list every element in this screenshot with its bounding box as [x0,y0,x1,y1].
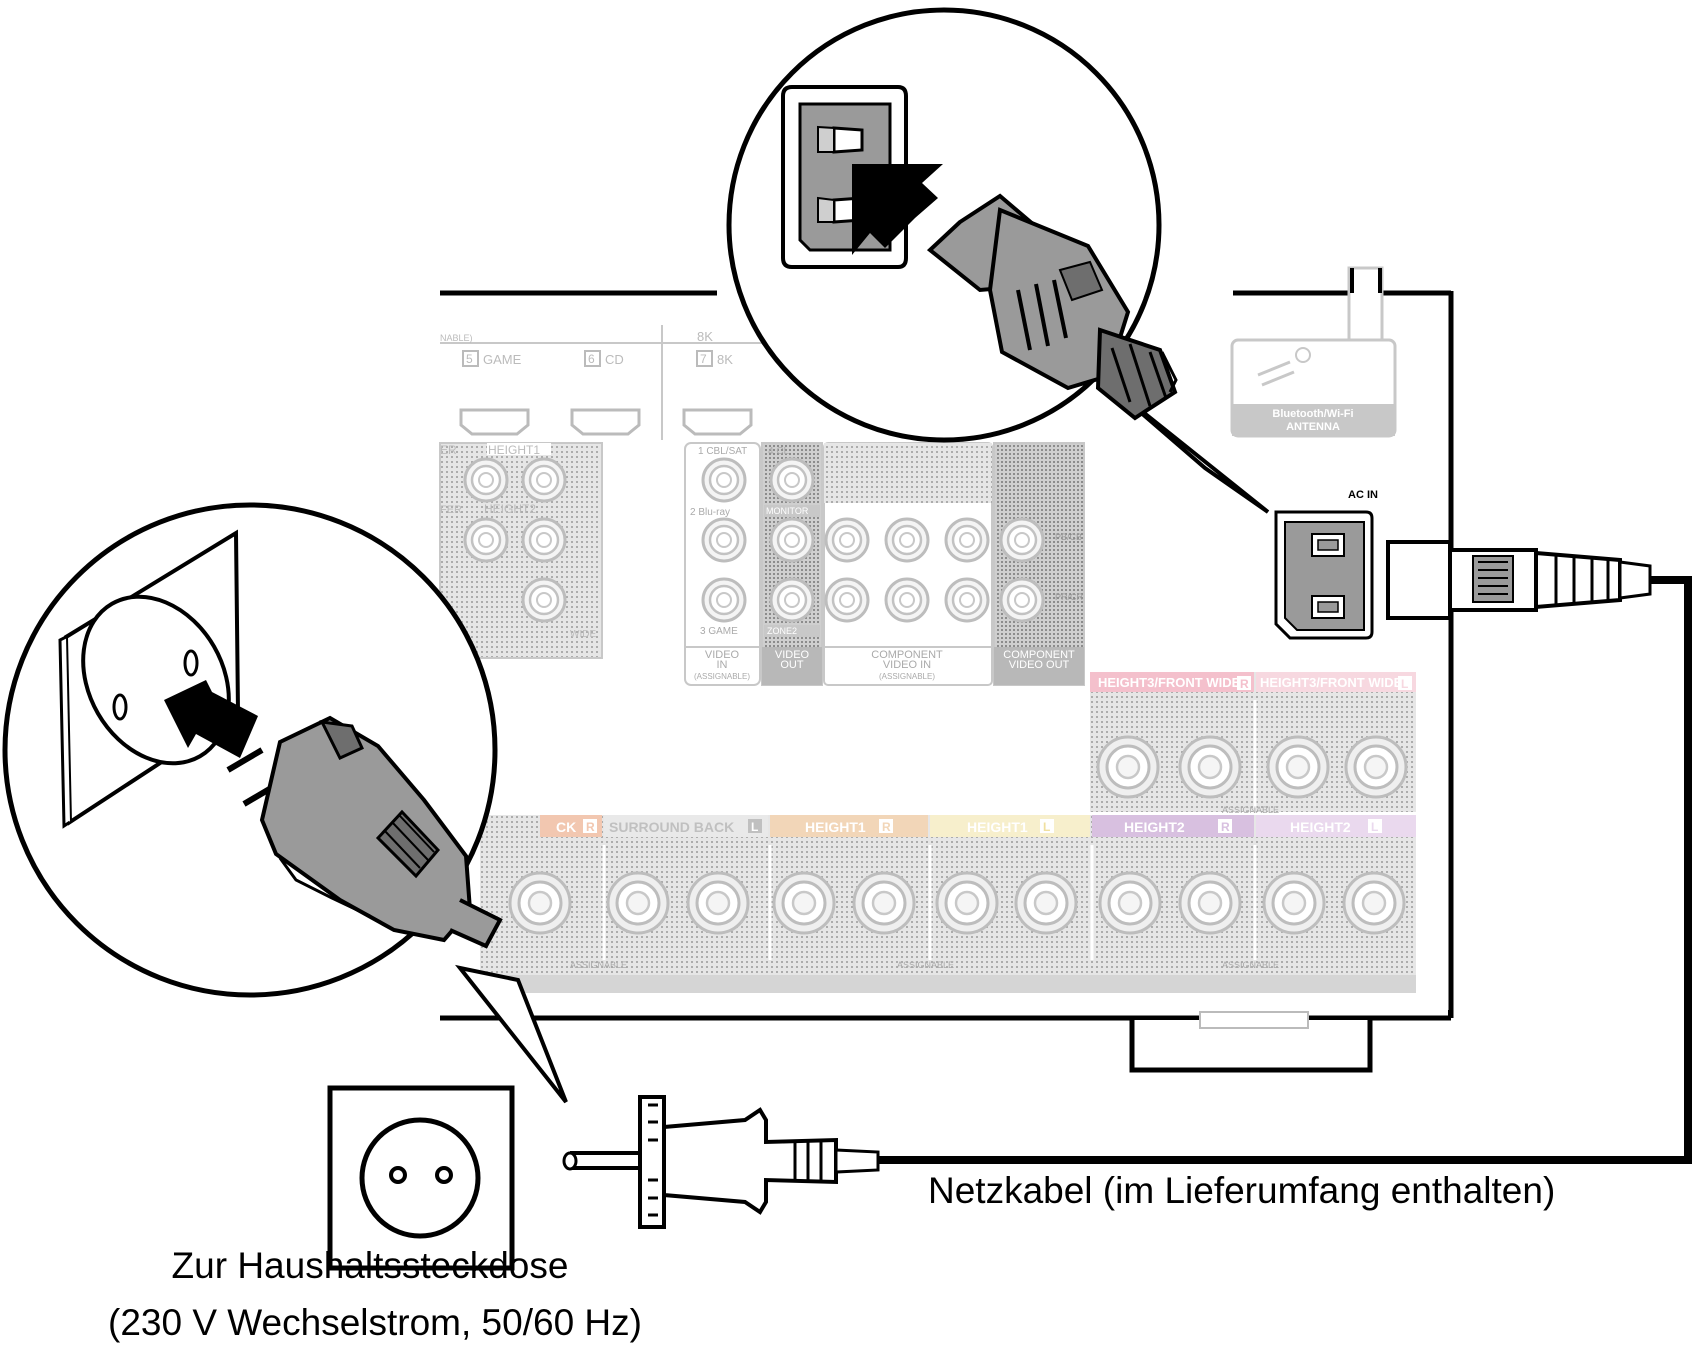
video-in-text-3: (ASSIGNABLE) [694,672,750,681]
preout-frag-1: ER [440,443,457,457]
height3-r-channel: R [1240,677,1249,691]
hdmi-input-5-label: GAME [483,352,522,367]
iec-plug-closeup [926,193,1178,421]
surround-back-r-channel: R [586,820,595,834]
bluetooth-antenna-text-1: Bluetooth/Wi-Fi [1272,408,1353,420]
video-in-4-label: 4 CL [768,446,790,457]
bluetooth-antenna-text-2: ANTENNA [1286,421,1340,433]
height1-l-label: HEIGHT1 [967,819,1028,835]
iec-connector [1386,540,1452,620]
wall-outlet-symbol [327,1085,515,1271]
speaker-height3-block: HEIGHT3/FRONT WIDE R HEIGHT3/FRONT WIDE … [1090,672,1416,815]
preout-block: ER HEIGHT1 HEIGHT2 FER WIDE [439,442,603,659]
monitor-label: MONITOR [766,506,809,516]
surround-back-l-channel: L [751,820,758,834]
hdmi-input-5-number: 5 [466,352,473,366]
hdmi-input-7-number: 7 [700,352,707,366]
height1-l-channel: L [1043,820,1050,834]
video-out-text-2: OUT [780,659,804,671]
zone2-label: ZONE2 [767,626,797,636]
hdmi-8k-fragment: 8K [697,329,713,344]
component-in-text-2: VIDEO IN [883,659,931,671]
video-in-2-label: 2 Blu-ray [690,507,730,518]
height3-l-label: HEIGHT3/FRONT WIDE [1260,675,1403,690]
preout-frag-2: FER [440,504,462,516]
preout-height2-label: HEIGHT2 [484,502,536,516]
power-cord [562,540,1692,1229]
receiver-rear-panel: NABLE) 8K 5 GAME 6 CD 7 8K ER HEIGHT1 HE… [439,266,1454,1073]
speaker-bottom-block: CK R SURROUND BACK L HEIGHT1 R HEIGHT1 L… [480,815,1416,993]
video-inputs-block: 1 CBL/SAT 2 Blu-ray 3 GAME VIDEO IN (ASS… [684,442,761,686]
component-out-block: PB/CB PR/CR COMPONENT VIDEO OUT [993,442,1085,686]
video-in-text-1: VIDEO [705,649,740,661]
callout-ac-in [726,7,1270,514]
component-in-block: COMPONENT VIDEO IN (ASSIGNABLE) [823,442,993,686]
video-in-text-2: IN [717,659,728,671]
power-cord-caption: Netzkabel (im Lieferumfang enthalten) [928,1170,1556,1211]
video-out-text-1: VIDEO [775,649,810,661]
schuko-plug-closeup [226,715,503,949]
hdmi-group-fragment: NABLE) [440,333,473,343]
height2-r-channel: R [1221,820,1230,834]
ac-in-label: AC IN [1348,489,1378,501]
bottom-assignable-1: ASSIGNABLE [570,960,627,970]
height3-assignable: ASSIGNABLE [1222,805,1279,815]
preout-height1-label: HEIGHT1 [488,443,540,457]
video-out-block: 4 CL MONITOR ZONE2 VIDEO OUT [761,442,823,686]
component-out-text-2: VIDEO OUT [1009,659,1070,671]
height3-l-channel: L [1401,677,1408,691]
height2-r-label: HEIGHT2 [1124,819,1185,835]
callout-wall-socket [2,502,568,1104]
insert-arrow-icon [852,164,943,255]
outlet-caption-line-1: Zur Haushaltssteckdose [171,1245,569,1286]
receiver-foot [1129,1020,1373,1073]
surround-back-r-frag: CK [556,819,576,835]
hdmi-input-7-label: 8K [717,352,733,367]
component-out-text-1: COMPONENT [1003,649,1075,661]
height1-r-label: HEIGHT1 [805,819,866,835]
component-in-text-1: COMPONENT [871,649,943,661]
outlet-caption-line-2: (230 V Wechselstrom, 50/60 Hz) [108,1302,642,1343]
pr-cr-label: PR/CR [1055,592,1084,602]
insert-arrow-icon-2 [164,680,258,758]
hdmi-input-6: 6 CD [570,350,641,436]
hdmi-input-5: 5 GAME [459,350,530,436]
ac-in-socket: AC IN [1274,489,1378,640]
preout-frag-3: WIDE [570,629,596,640]
bluetooth-antenna-label: Bluetooth/Wi-Fi ANTENNA [1230,338,1397,438]
bottom-assignable-2: ASSIGNABLE [897,960,954,970]
hdmi-input-7: 7 8K [682,350,753,436]
euro-plug [562,1095,880,1229]
hdmi-input-6-number: 6 [588,352,595,366]
height2-l-label: HEIGHT2 [1290,819,1351,835]
hdmi-input-6-label: CD [605,352,624,367]
height2-l-channel: L [1371,820,1378,834]
height1-r-channel: R [882,820,891,834]
pb-cb-label: PB/CB [1055,532,1082,542]
bottom-assignable-3: ASSIGNABLE [1222,960,1279,970]
video-in-1-label: 1 CBL/SAT [698,446,747,457]
surround-back-l-label: SURROUND BACK [609,819,734,835]
video-in-3-label: 3 GAME [700,626,738,637]
component-in-text-3: (ASSIGNABLE) [879,672,935,681]
height3-r-label: HEIGHT3/FRONT WIDE [1098,675,1241,690]
